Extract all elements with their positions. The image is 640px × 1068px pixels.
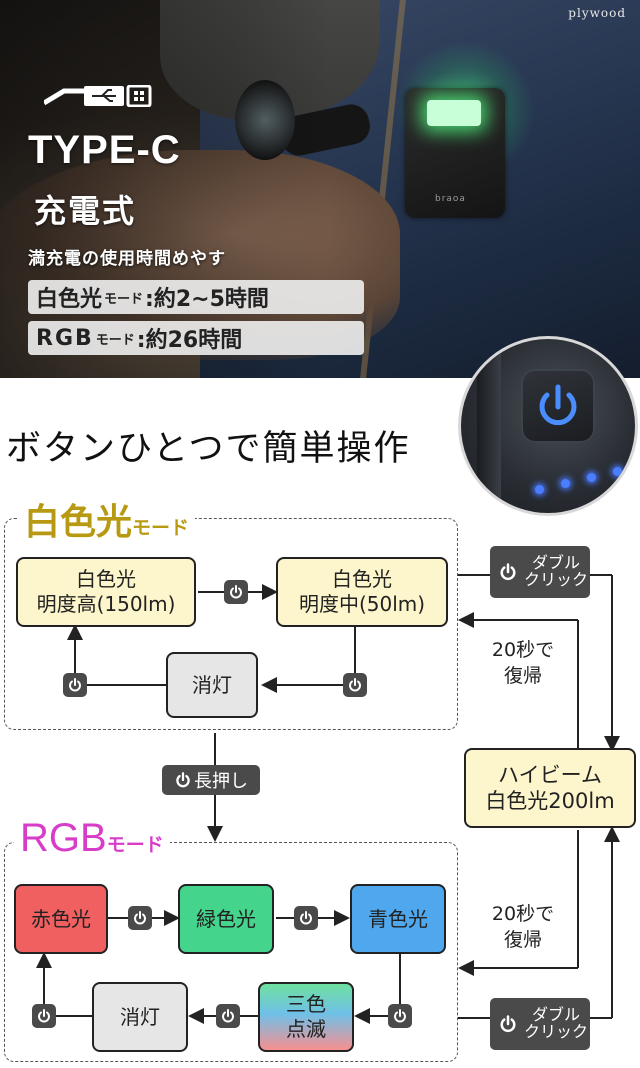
rgb-green-label: 緑色光 (196, 906, 256, 931)
rgb-red-box: 赤色光 (14, 884, 108, 954)
return-note-1-line2: 復帰 (503, 664, 542, 687)
charging-subtitle: 充電式 (34, 192, 137, 230)
power-icon (216, 1004, 240, 1028)
long-press-tag: 長押し (162, 765, 260, 795)
indicator-led-3 (587, 473, 596, 482)
high-beam-line2: 白色光200lm (485, 789, 615, 813)
rgb-green-box: 緑色光 (178, 884, 274, 954)
rgb-blue-label: 青色光 (368, 906, 428, 931)
white-off-box: 消灯 (166, 652, 258, 718)
double-click-1-line2: クリック (524, 570, 589, 589)
indicator-led-4 (613, 467, 622, 476)
double-click-1-line1: ダブル (532, 553, 581, 573)
power-icon (388, 1004, 412, 1028)
clip-light-device: braoa (405, 88, 505, 218)
runtime-white-value: :約2~5時間 (145, 287, 269, 312)
rgb-mode-title-suffix: モード (106, 834, 164, 856)
white-off-label: 消灯 (192, 672, 232, 697)
rgb-red-label: 赤色光 (31, 906, 91, 931)
white-high-line1: 白色光 (76, 567, 136, 591)
power-icon (176, 772, 190, 788)
power-icon (63, 673, 87, 697)
rgb-blink-box: 三色 点滅 (258, 982, 354, 1052)
white-mid-line2: 明度中(50lm) (298, 592, 426, 616)
rgb-off-label: 消灯 (120, 1004, 160, 1029)
double-click-2-line1: ダブル (532, 1005, 581, 1025)
rgb-blink-line1: 三色 (286, 992, 326, 1016)
white-mode-title-text: 白色光 (24, 502, 133, 543)
double-click-tag-2: ダブル クリック (490, 998, 590, 1050)
text-shade (0, 0, 330, 378)
indicator-led-2 (561, 479, 570, 488)
return-note-1-line1: 20秒で (491, 639, 555, 661)
runtime-white-mode: 白色光 (36, 287, 103, 312)
runtime-rgb-suffix: モード (95, 332, 135, 348)
high-beam-box: ハイビーム 白色光200lm (464, 748, 636, 828)
rgb-blink-line2: 点滅 (286, 1017, 326, 1041)
rgb-mode-title-text: RGB (20, 816, 107, 860)
power-icon (128, 906, 152, 930)
white-mid-box: 白色光 明度中(50lm) (276, 557, 448, 627)
white-mid-line1: 白色光 (332, 567, 392, 591)
headline: ボタンひとつで簡単操作 (6, 429, 411, 469)
rgb-blue-box: 青色光 (350, 884, 446, 954)
rgb-mode-title: RGBモード (14, 816, 170, 861)
return-note-2: 20秒で 復帰 (474, 902, 572, 954)
return-note-2-line1: 20秒で (491, 903, 555, 925)
white-mode-title-suffix: モード (132, 517, 190, 539)
white-high-box: 白色光 明度高(150lm) (16, 557, 196, 627)
return-note-1: 20秒で 復帰 (474, 638, 572, 690)
return-note-2-line2: 復帰 (503, 928, 542, 951)
power-icon (294, 906, 318, 930)
double-click-2-line2: クリック (524, 1022, 589, 1041)
runtime-rgb-value: :約26時間 (136, 328, 243, 353)
usb-icon (44, 85, 152, 107)
indicator-led-1 (535, 485, 544, 494)
green-led (427, 100, 481, 126)
power-icon (224, 580, 248, 604)
rgb-off-box: 消灯 (92, 982, 188, 1052)
power-icon (500, 1015, 516, 1033)
long-press-label: 長押し (194, 771, 248, 792)
power-icon (500, 563, 516, 581)
double-click-tag-1: ダブル クリック (490, 546, 590, 598)
power-button-closeup (521, 369, 595, 443)
white-high-line2: 明度高(150lm) (36, 592, 176, 616)
runtime-white-suffix: モード (104, 291, 144, 307)
white-mode-group (4, 518, 458, 730)
runtime-rgb-badge: RGB モード :約26時間 (28, 321, 364, 355)
high-beam-line1: ハイビーム (498, 762, 602, 787)
runtime-guide: 満充電の使用時間めやす (28, 249, 226, 269)
runtime-rgb-mode: RGB (36, 325, 94, 351)
power-icon (343, 673, 367, 697)
button-closeup (458, 336, 638, 516)
white-mode-title: 白色光モード (18, 493, 196, 545)
device-edge (477, 339, 501, 513)
charging-title: TYPE-C (28, 128, 181, 172)
power-icon (539, 384, 577, 426)
watermark: plywood (568, 6, 626, 20)
runtime-white-badge: 白色光 モード :約2~5時間 (28, 280, 364, 314)
rgb-mode-group (4, 842, 458, 1062)
hero-photo: braoa (0, 0, 640, 378)
device-brand: braoa (435, 194, 466, 204)
power-icon (32, 1004, 56, 1028)
